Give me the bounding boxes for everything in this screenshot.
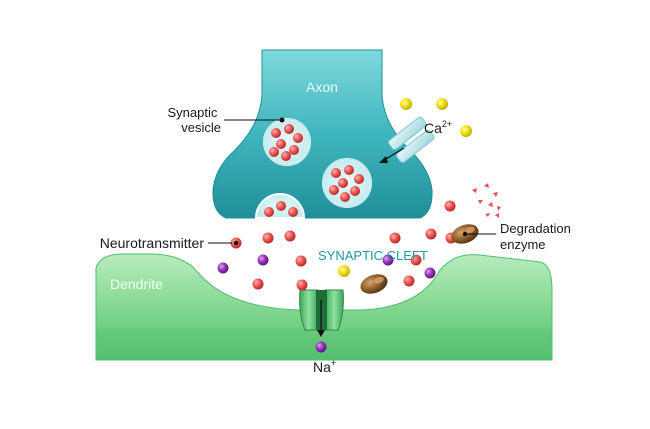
enzyme-leader-dot: [462, 231, 468, 237]
dendrite-label: Dendrite: [110, 276, 163, 292]
sodium-ion: [217, 262, 229, 274]
neurotransmitter-molecule: [410, 254, 422, 266]
synaptic-vesicle-1: [263, 118, 311, 166]
sodium-ion: [257, 254, 269, 266]
axon-terminal: [212, 49, 433, 219]
degradation-enzyme-label: Degradation enzyme: [500, 221, 574, 252]
calcium-label: Ca2+: [424, 119, 452, 136]
calcium-influx-arrowhead: [379, 156, 388, 163]
neurotransmitter-molecules: [230, 200, 457, 291]
neurotransmitter-molecule: [262, 232, 274, 244]
sodium-channel: [299, 289, 344, 337]
synaptic-vesicle-label: Synaptic vesicle: [168, 105, 222, 135]
neurotransmitter-leader-dot: [233, 240, 239, 246]
neurotransmitter-molecule: [389, 232, 401, 244]
neurotransmitter-molecule: [252, 278, 264, 290]
calcium-ions: [338, 98, 472, 277]
neurotransmitter-molecule: [425, 228, 437, 240]
calcium-ion: [338, 265, 350, 277]
dendrite-membrane: [95, 253, 553, 361]
sodium-ion: [315, 341, 327, 353]
axon-label: Axon: [306, 79, 338, 95]
calcium-ion: [400, 98, 412, 110]
fusing-vesicle: [254, 193, 306, 219]
calcium-channel: [388, 116, 435, 163]
neurotransmitter-molecule: [296, 279, 308, 291]
sodium-ion: [382, 254, 394, 266]
neurotransmitter-molecule: [403, 275, 415, 287]
neurotransmitter-molecule: [284, 230, 296, 242]
sodium-ions: [217, 254, 436, 353]
sodium-label: Na+: [313, 358, 336, 375]
neurotransmitter-label: Neurotransmitter: [100, 235, 205, 251]
synaptic-cleft-label: SYNAPTIC CLEFT: [318, 248, 428, 263]
calcium-ion: [460, 125, 472, 137]
neurotransmitter-molecule: [444, 200, 456, 212]
vesicle-leader-dot: [279, 117, 285, 123]
calcium-ion: [436, 98, 448, 110]
synaptic-vesicle-2: [322, 158, 372, 208]
sodium-ion: [424, 267, 436, 279]
degraded-fragments: [472, 183, 501, 218]
degradation-enzyme: [360, 274, 388, 294]
neurotransmitter-molecule: [295, 255, 307, 267]
